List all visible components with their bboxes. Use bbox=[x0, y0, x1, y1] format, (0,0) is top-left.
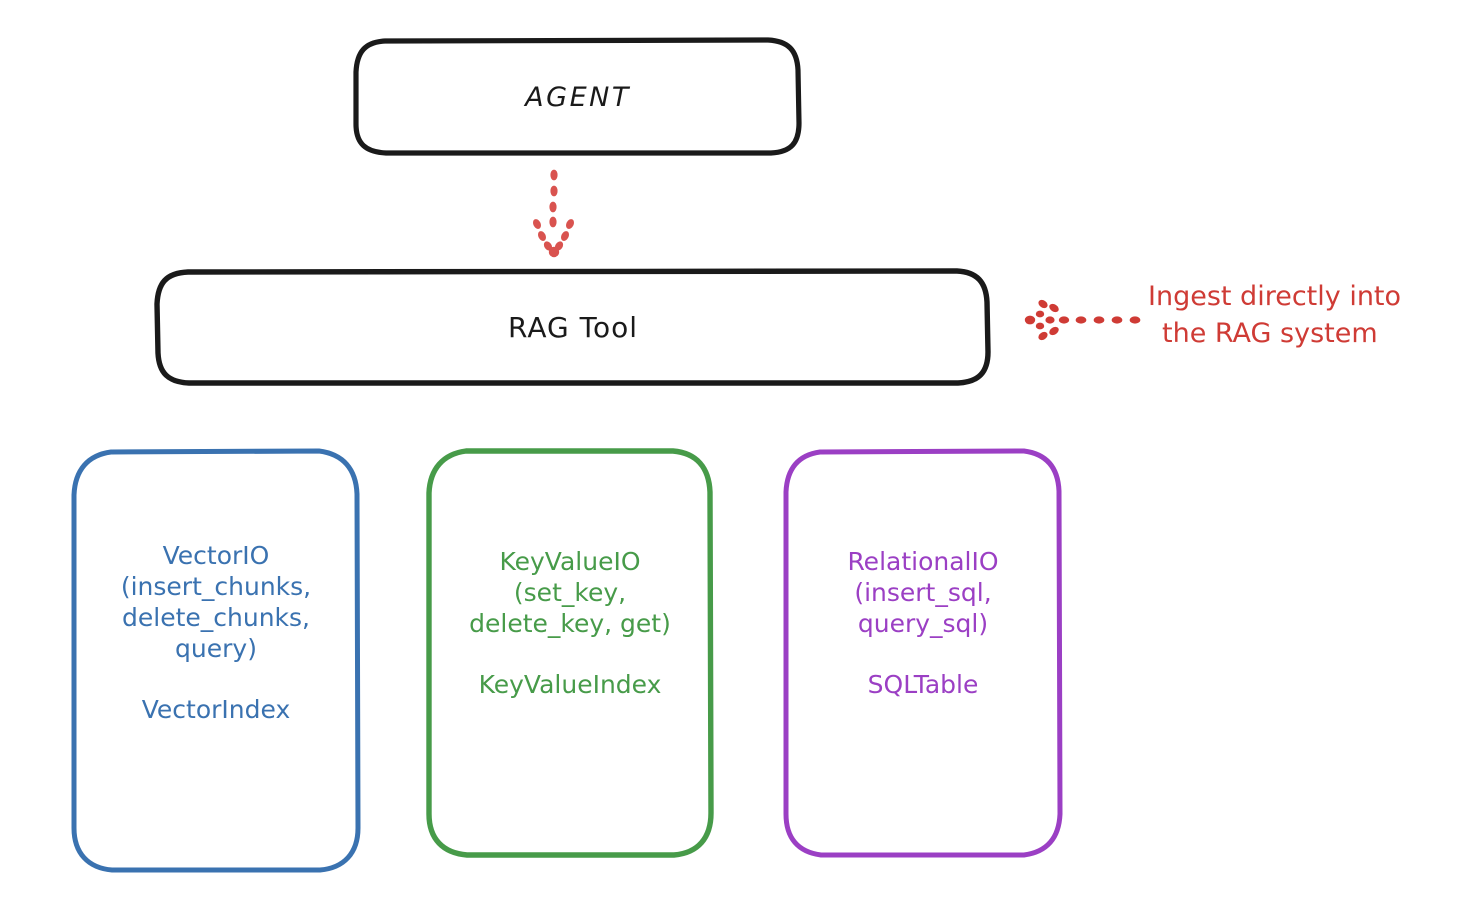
vectorio-line-4: query) bbox=[175, 634, 257, 663]
keyvalueio-node[interactable]: KeyValueIO (set_key, delete_key, get) Ke… bbox=[428, 450, 712, 855]
rag-tool-label: RAG Tool bbox=[508, 310, 638, 344]
keyvalueio-line-3: delete_key, get) bbox=[469, 608, 671, 638]
ingest-annotation-line-1: Ingest directly into bbox=[1148, 281, 1402, 312]
rag-tool-box-outline bbox=[154, 268, 991, 386]
relationalio-line-1: RelationalIO bbox=[847, 546, 999, 576]
vectorio-content: VectorIO (insert_chunks, delete_chunks, … bbox=[73, 540, 359, 725]
agent-label: AGENT bbox=[525, 81, 631, 113]
vectorio-index-label: VectorIndex bbox=[141, 695, 291, 724]
vectorio-line-1: VectorIO bbox=[162, 541, 270, 570]
annotation-to-ragtool-arrow bbox=[1024, 299, 1141, 341]
relationalio-line-3: query_sql) bbox=[857, 608, 989, 638]
relationalio-line-2: (insert_sql, bbox=[854, 577, 992, 607]
vectorio-box-outline bbox=[71, 448, 361, 873]
agent-box-outline bbox=[353, 37, 802, 156]
relationalio-content: RelationalIO (insert_sql, query_sql) SQL… bbox=[785, 546, 1061, 700]
rag-tool-node[interactable]: RAG Tool bbox=[157, 271, 989, 383]
keyvalueio-line-2: (set_key, bbox=[513, 577, 627, 607]
relationalio-index-label: SQLTable bbox=[867, 669, 979, 699]
agent-to-ragtool-arrow bbox=[532, 169, 575, 258]
keyvalueio-line-1: KeyValueIO bbox=[499, 546, 641, 576]
keyvalueio-box-outline bbox=[426, 448, 714, 858]
vectorio-line-3: delete_chunks, bbox=[122, 603, 310, 632]
relationalio-box-outline bbox=[783, 448, 1063, 858]
keyvalueio-content: KeyValueIO (set_key, delete_key, get) Ke… bbox=[428, 546, 712, 700]
agent-node[interactable]: AGENT bbox=[356, 40, 800, 154]
vectorio-node[interactable]: VectorIO (insert_chunks, delete_chunks, … bbox=[73, 450, 359, 871]
vectorio-line-2: (insert_chunks, bbox=[120, 572, 312, 601]
ingest-annotation-line-2: the RAG system bbox=[1162, 318, 1378, 349]
relationalio-node[interactable]: RelationalIO (insert_sql, query_sql) SQL… bbox=[785, 450, 1061, 855]
keyvalueio-index-label: KeyValueIndex bbox=[478, 669, 662, 699]
ingest-annotation: Ingest directly into the RAG system bbox=[1148, 278, 1478, 352]
